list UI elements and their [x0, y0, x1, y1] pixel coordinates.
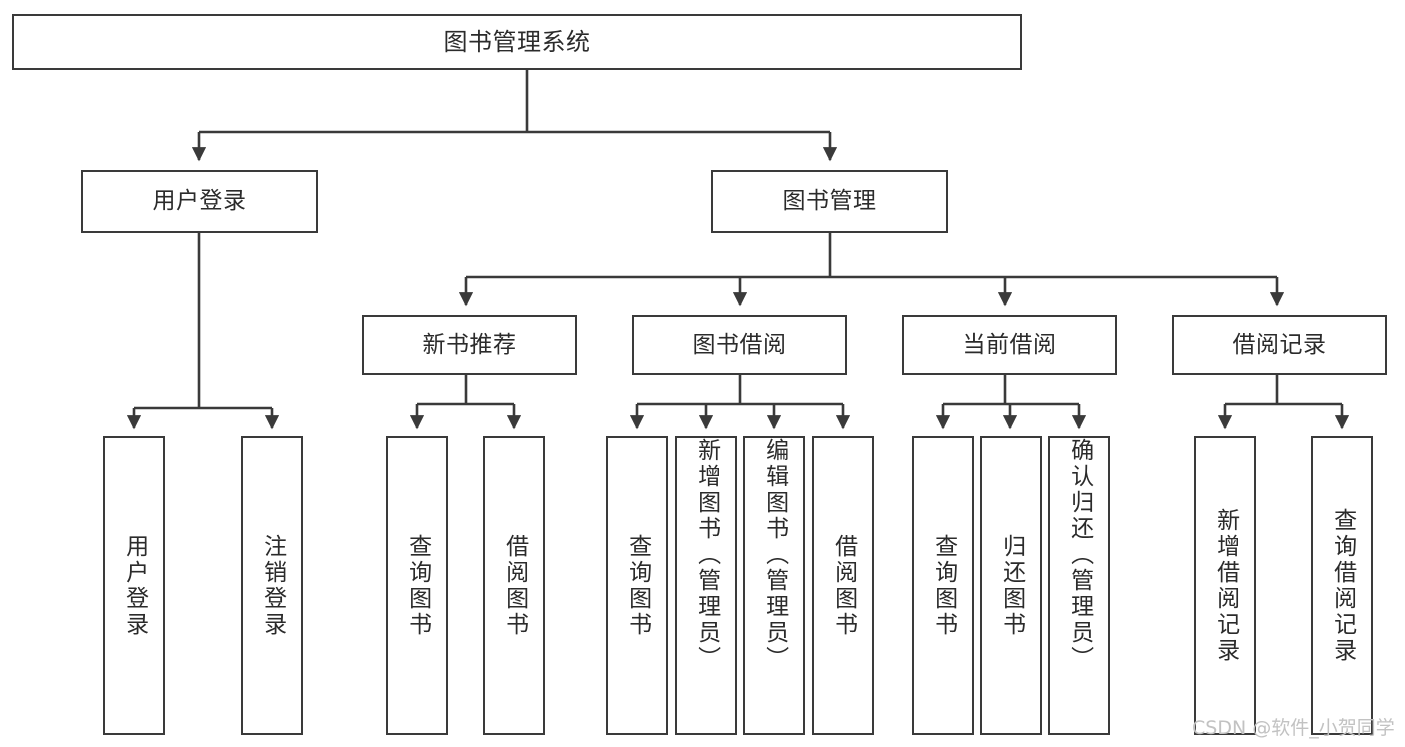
node-label: 图书管理: [782, 188, 877, 214]
node-label: 归还图书: [998, 533, 1025, 638]
node-system-root[interactable]: 图书管理系统: [12, 14, 1022, 70]
node-user-login[interactable]: 用户登录: [81, 170, 318, 233]
leaf-add-book-admin[interactable]: 新增图书（管理员）: [675, 436, 737, 735]
node-borrow-record[interactable]: 借阅记录: [1172, 315, 1387, 375]
node-label: 查询借阅记录: [1329, 507, 1356, 664]
node-book-borrow[interactable]: 图书借阅: [632, 315, 847, 375]
leaf-borrow-book[interactable]: 借阅图书: [812, 436, 874, 735]
node-label: 图书借阅: [692, 331, 787, 358]
leaf-query-book-new[interactable]: 查询图书: [386, 436, 448, 735]
node-new-book-recommend[interactable]: 新书推荐: [362, 315, 577, 375]
node-book-management[interactable]: 图书管理: [711, 170, 948, 233]
leaf-edit-book-admin[interactable]: 编辑图书（管理员）: [743, 436, 805, 735]
leaf-user-logout[interactable]: 注销登录: [241, 436, 303, 735]
node-label: 编辑图书（管理员）: [761, 438, 788, 672]
node-label: 当前借阅: [962, 331, 1057, 358]
node-label: 新书推荐: [422, 331, 517, 358]
leaf-query-book-current[interactable]: 查询图书: [912, 436, 974, 735]
node-label: 确认归还（管理员）: [1066, 438, 1093, 672]
node-label: 图书管理系统: [443, 28, 591, 56]
leaf-add-borrow-record[interactable]: 新增借阅记录: [1194, 436, 1256, 735]
node-label: 查询图书: [404, 533, 431, 638]
node-label: 查询图书: [930, 533, 957, 638]
node-label: 用户登录: [152, 188, 247, 214]
node-label: 注销登录: [259, 533, 286, 638]
leaf-query-book-borrow[interactable]: 查询图书: [606, 436, 668, 735]
node-current-borrow[interactable]: 当前借阅: [902, 315, 1117, 375]
leaf-confirm-return-admin[interactable]: 确认归还（管理员）: [1048, 436, 1110, 735]
leaf-borrow-book-new[interactable]: 借阅图书: [483, 436, 545, 735]
leaf-user-login[interactable]: 用户登录: [103, 436, 165, 735]
node-label: 用户登录: [121, 533, 148, 638]
node-label: 新增借阅记录: [1212, 507, 1239, 664]
node-label: 借阅记录: [1232, 331, 1327, 358]
leaf-return-book[interactable]: 归还图书: [980, 436, 1042, 735]
node-label: 新增图书（管理员）: [693, 438, 720, 672]
csdn-watermark: CSDN @软件_小贺同学: [1192, 717, 1395, 739]
node-label: 借阅图书: [501, 533, 528, 638]
leaf-query-borrow-record[interactable]: 查询借阅记录: [1311, 436, 1373, 735]
node-label: 借阅图书: [830, 533, 857, 638]
node-label: 查询图书: [624, 533, 651, 638]
